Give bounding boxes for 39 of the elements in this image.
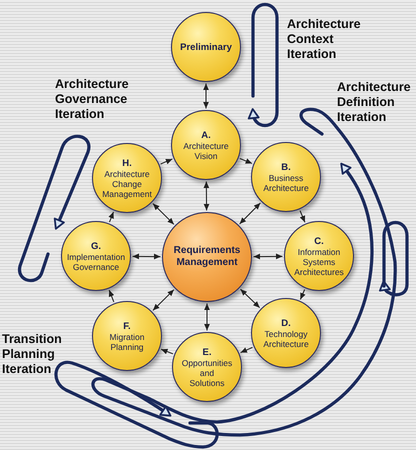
phase-name: Migration Planning: [110, 332, 144, 352]
phase-name: Opportunities and Solutions: [182, 358, 232, 388]
phase-letter: C.: [314, 236, 324, 246]
phase-letter: B.: [281, 162, 291, 172]
double-arrow: [204, 303, 210, 331]
phase-letter: F.: [123, 320, 131, 332]
phase-letter: H.: [122, 158, 132, 168]
double-arrow: [152, 203, 174, 225]
phase-name: Information Systems Architectures: [294, 246, 344, 276]
arrow: [108, 211, 114, 223]
arrow: [108, 290, 114, 302]
double-arrow: [240, 288, 260, 308]
phase-letter: E.: [202, 346, 212, 358]
double-arrow: [203, 83, 209, 109]
iteration-label: Architecture Governance Iteration: [55, 77, 129, 122]
phase-name: Implementation Governance: [66, 252, 126, 272]
phase-name: Architecture Change Management: [102, 168, 152, 198]
phase-name: Technology Architecture: [263, 328, 309, 348]
arrow: [300, 210, 306, 223]
double-arrow: [239, 202, 261, 224]
phase-name: Business Architecture: [263, 172, 309, 192]
arrow: [300, 289, 306, 300]
phase-letter: G.: [90, 240, 102, 252]
double-arrow: [132, 254, 161, 260]
phase-letter: A.: [201, 130, 211, 140]
double-arrow: [152, 289, 174, 311]
double-arrow: [204, 181, 210, 211]
iteration-label: Architecture Definition Iteration: [337, 80, 411, 125]
iteration-label: Transition Planning Iteration: [2, 332, 62, 377]
arrow: [160, 158, 173, 164]
phase-letter: D.: [281, 318, 291, 328]
iteration-label: Architecture Context Iteration: [287, 17, 361, 62]
hub-label: Requirements Management: [174, 244, 240, 270]
phase-name: Preliminary: [180, 42, 232, 52]
double-arrow: [253, 254, 283, 260]
arrow: [160, 348, 174, 354]
arrow: [239, 158, 253, 164]
phase-name: Architecture Vision: [183, 140, 229, 160]
arrow: [240, 346, 253, 354]
